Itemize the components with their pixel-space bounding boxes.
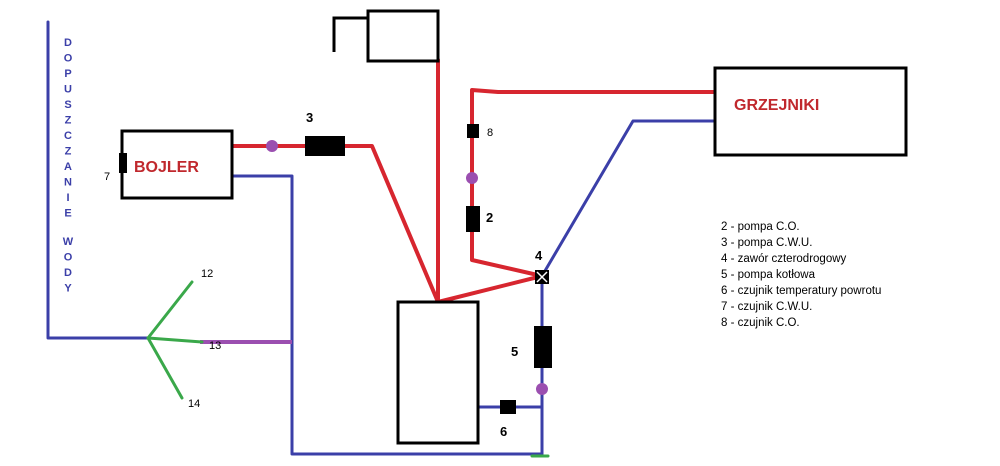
drain-green-14 [146,336,184,400]
sensor-dot-bojler [266,140,278,152]
boiler-to-valve-pipe [436,274,544,304]
bojler-return-pipe [230,174,544,456]
label-12: 12 [201,268,213,280]
drain-green-13 [146,336,204,344]
boiler-box [396,300,480,445]
legend: 2 - pompa C.O. 3 - pompa C.W.U. 4 - zawó… [721,219,981,331]
grzejniki-box [713,66,908,157]
drain-green-12 [146,280,194,340]
label-7: 7 [104,171,110,183]
grzejniki-flow-pipe [470,88,715,278]
legend-item: 6 - czujnik temperatury powrotu [721,285,882,297]
legend-item: 8 - czujnik C.O. [721,317,800,329]
sensor-6 [500,400,516,414]
label-4: 4 [535,248,543,263]
pump-5 [534,326,552,368]
label-13: 13 [209,340,221,352]
legend-item: 7 - czujnik C.W.U. [721,301,813,313]
label-3: 3 [306,110,313,125]
pump-3 [305,136,345,156]
legend-item: 4 - zawór czterodrogowy [721,253,847,265]
bojler-box [120,129,234,200]
expansion-vessel [366,9,440,63]
legend-item: 2 - pompa C.O. [721,221,800,233]
grzejniki-return-pipe [540,119,715,278]
grzejniki-label: GRZEJNIKI [734,97,819,114]
sensor-8 [467,124,479,138]
label-14: 14 [188,398,200,410]
water-inlet-pipe [46,20,150,340]
sensor-7 [119,153,127,173]
pump-2 [466,206,480,232]
bojler-flow-pipe [230,144,440,304]
label-2: 2 [486,210,493,225]
sensor-dot-return [536,383,548,395]
bojler-label: BOJLER [134,159,199,176]
chimney-pipe [332,16,368,52]
legend-item: 5 - pompa kotłowa [721,269,815,281]
valve-4-cross [536,271,548,283]
label-6: 6 [500,424,507,439]
legend-item: 3 - pompa C.W.U. [721,237,813,249]
label-8: 8 [487,127,493,139]
sensor-dot-co [466,172,478,184]
label-5: 5 [511,344,518,359]
